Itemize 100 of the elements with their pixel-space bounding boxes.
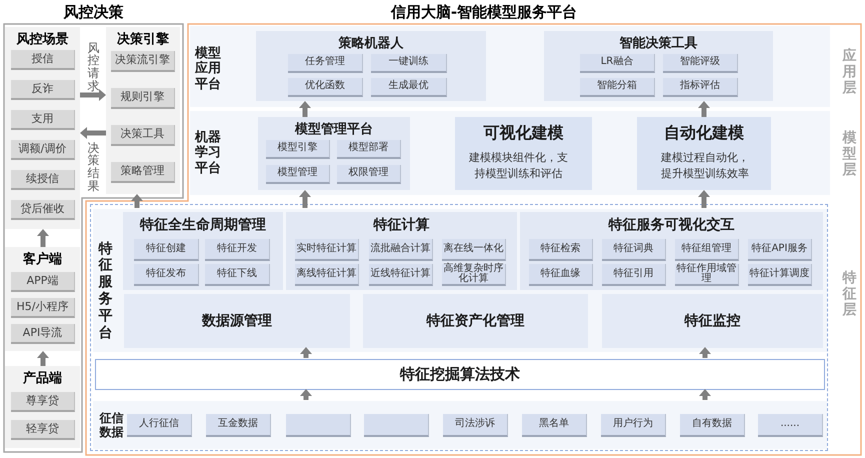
list-tile: 贷后催收 [11, 200, 75, 220]
module-tile: LR融合 [580, 54, 655, 73]
list-tile: 决策流引擎 [111, 51, 175, 72]
list-tile: API导流 [11, 324, 75, 344]
list-tile: 支用 [11, 110, 75, 130]
module-card: 数据源管理 [124, 294, 350, 348]
module-card [256, 31, 486, 101]
module-tile: 特征组管理 [675, 239, 739, 261]
algorithm-banner: 特征挖掘算法技术 [95, 359, 825, 390]
list-tile: 轻享贷 [11, 420, 75, 440]
module-tile: 一键训练 [371, 54, 447, 73]
section-panel [5, 366, 80, 448]
module-tile: 人行征信 [127, 414, 192, 437]
module-tile: 特征计算调度 [748, 264, 812, 286]
card-title: 智能决策工具 [618, 34, 698, 51]
module-tile: 模型部署 [337, 140, 401, 159]
arrow [300, 347, 312, 358]
card-title: 策略机器人 [338, 34, 404, 51]
list-tile: 续授信 [11, 170, 75, 190]
card-text: 建模模块组件化，支持模型训练和评估 [468, 150, 569, 182]
module-tile: 近线特征计算 [369, 264, 433, 286]
module-card: 特征监控 [602, 294, 823, 348]
module-tile: 离线特征计算 [295, 264, 359, 286]
card-title: 特征全生命周期管理 [138, 216, 267, 234]
list-tile: 规则引擎 [111, 88, 175, 109]
module-tile [286, 414, 351, 437]
module-card [123, 212, 283, 290]
arrow [37, 229, 49, 247]
edge-label: 风控请求 [87, 42, 100, 92]
module-tile: 模型管理 [266, 165, 330, 184]
module-tile: 特征创建 [134, 239, 199, 261]
list-tile: APP端 [11, 272, 75, 292]
section-title: 客户端 [22, 250, 63, 267]
module-tile: 指标评估 [663, 78, 738, 97]
arrow [131, 194, 143, 208]
module-card [637, 117, 771, 190]
card-title: 自动化建模 [663, 122, 745, 144]
module-tile: 自有数据 [680, 414, 745, 437]
module-tile: 优化函数 [288, 78, 363, 97]
module-tile: 权限管理 [337, 165, 401, 184]
layer-label: 应用层 [841, 46, 858, 98]
module-tile: 司法涉诉 [443, 414, 508, 437]
module-tile: 互金数据 [206, 414, 271, 437]
band-label: 机器学习平台 [194, 128, 222, 178]
module-tile [364, 414, 429, 437]
module-card [286, 212, 517, 290]
section-title: 决策引擎 [116, 30, 170, 47]
list-tile: 尊享贷 [11, 392, 75, 412]
layer-band [93, 401, 827, 449]
module-tile: 流批融合计算 [369, 239, 433, 261]
list-tile: 策略管理 [111, 162, 175, 183]
arrow [698, 101, 710, 117]
module-tile: 特征引用 [602, 264, 666, 286]
layer-band [190, 26, 830, 107]
module-card [520, 212, 823, 290]
section-title: 风控场景 [16, 30, 70, 47]
module-tile: 特征下线 [205, 264, 270, 286]
module-card [258, 117, 410, 190]
layer-label: 模型层 [841, 128, 858, 180]
card-title: 特征服务可视化交互 [607, 216, 736, 234]
panel-title: 信用大脑-智能模型服务平台 [390, 3, 578, 22]
module-tile: 特征检索 [529, 239, 593, 261]
band-label: 征信数据 [98, 410, 124, 441]
card-title: 可视化建模 [482, 122, 564, 144]
section-panel [106, 27, 180, 194]
list-tile: 授信 [11, 50, 75, 70]
module-tile: 智能评级 [663, 54, 738, 73]
module-tile: 特征开发 [205, 239, 270, 261]
module-tile: 高维复杂时序化计算 [442, 264, 506, 286]
module-tile: 任务管理 [288, 54, 363, 73]
module-tile: 特征API服务 [748, 239, 812, 261]
module-tile: 离在线一体化 [442, 239, 506, 261]
module-tile: 特征作用域管理 [675, 264, 739, 286]
card-title: 模型管理平台 [294, 120, 374, 137]
module-tile: 特征发布 [134, 264, 199, 286]
list-tile: 调额/调价 [11, 140, 75, 160]
section-title: 产品端 [22, 370, 63, 386]
arrow [80, 89, 106, 101]
list-tile: 反诈 [11, 80, 75, 100]
panel-title: 风控决策 [62, 3, 124, 22]
list-tile: H5/小程序 [11, 298, 75, 318]
module-tile: 实时特征计算 [295, 239, 359, 261]
layer-label: 特征层 [841, 268, 858, 320]
module-tile: 用户行为 [601, 414, 666, 437]
module-tile: 模型引擎 [266, 140, 330, 159]
arrow [698, 190, 710, 208]
module-tile: 特征血缘 [529, 264, 593, 286]
arrow [699, 347, 711, 358]
edge-label: 决策结果 [87, 142, 100, 192]
card-text: 建模过程自动化，提升模型训练效率 [660, 150, 750, 182]
card-title: 特征计算 [372, 216, 430, 234]
dashed-frame [90, 204, 828, 451]
module-card: 特征资产化管理 [363, 294, 588, 348]
arrow [299, 101, 311, 117]
section-panel [5, 27, 80, 229]
module-tile: 生成最优 [371, 78, 447, 97]
module-tile: ...... [758, 414, 823, 437]
module-card [544, 31, 773, 101]
module-card [455, 117, 592, 190]
band-label: 模型应用平台 [194, 44, 222, 94]
